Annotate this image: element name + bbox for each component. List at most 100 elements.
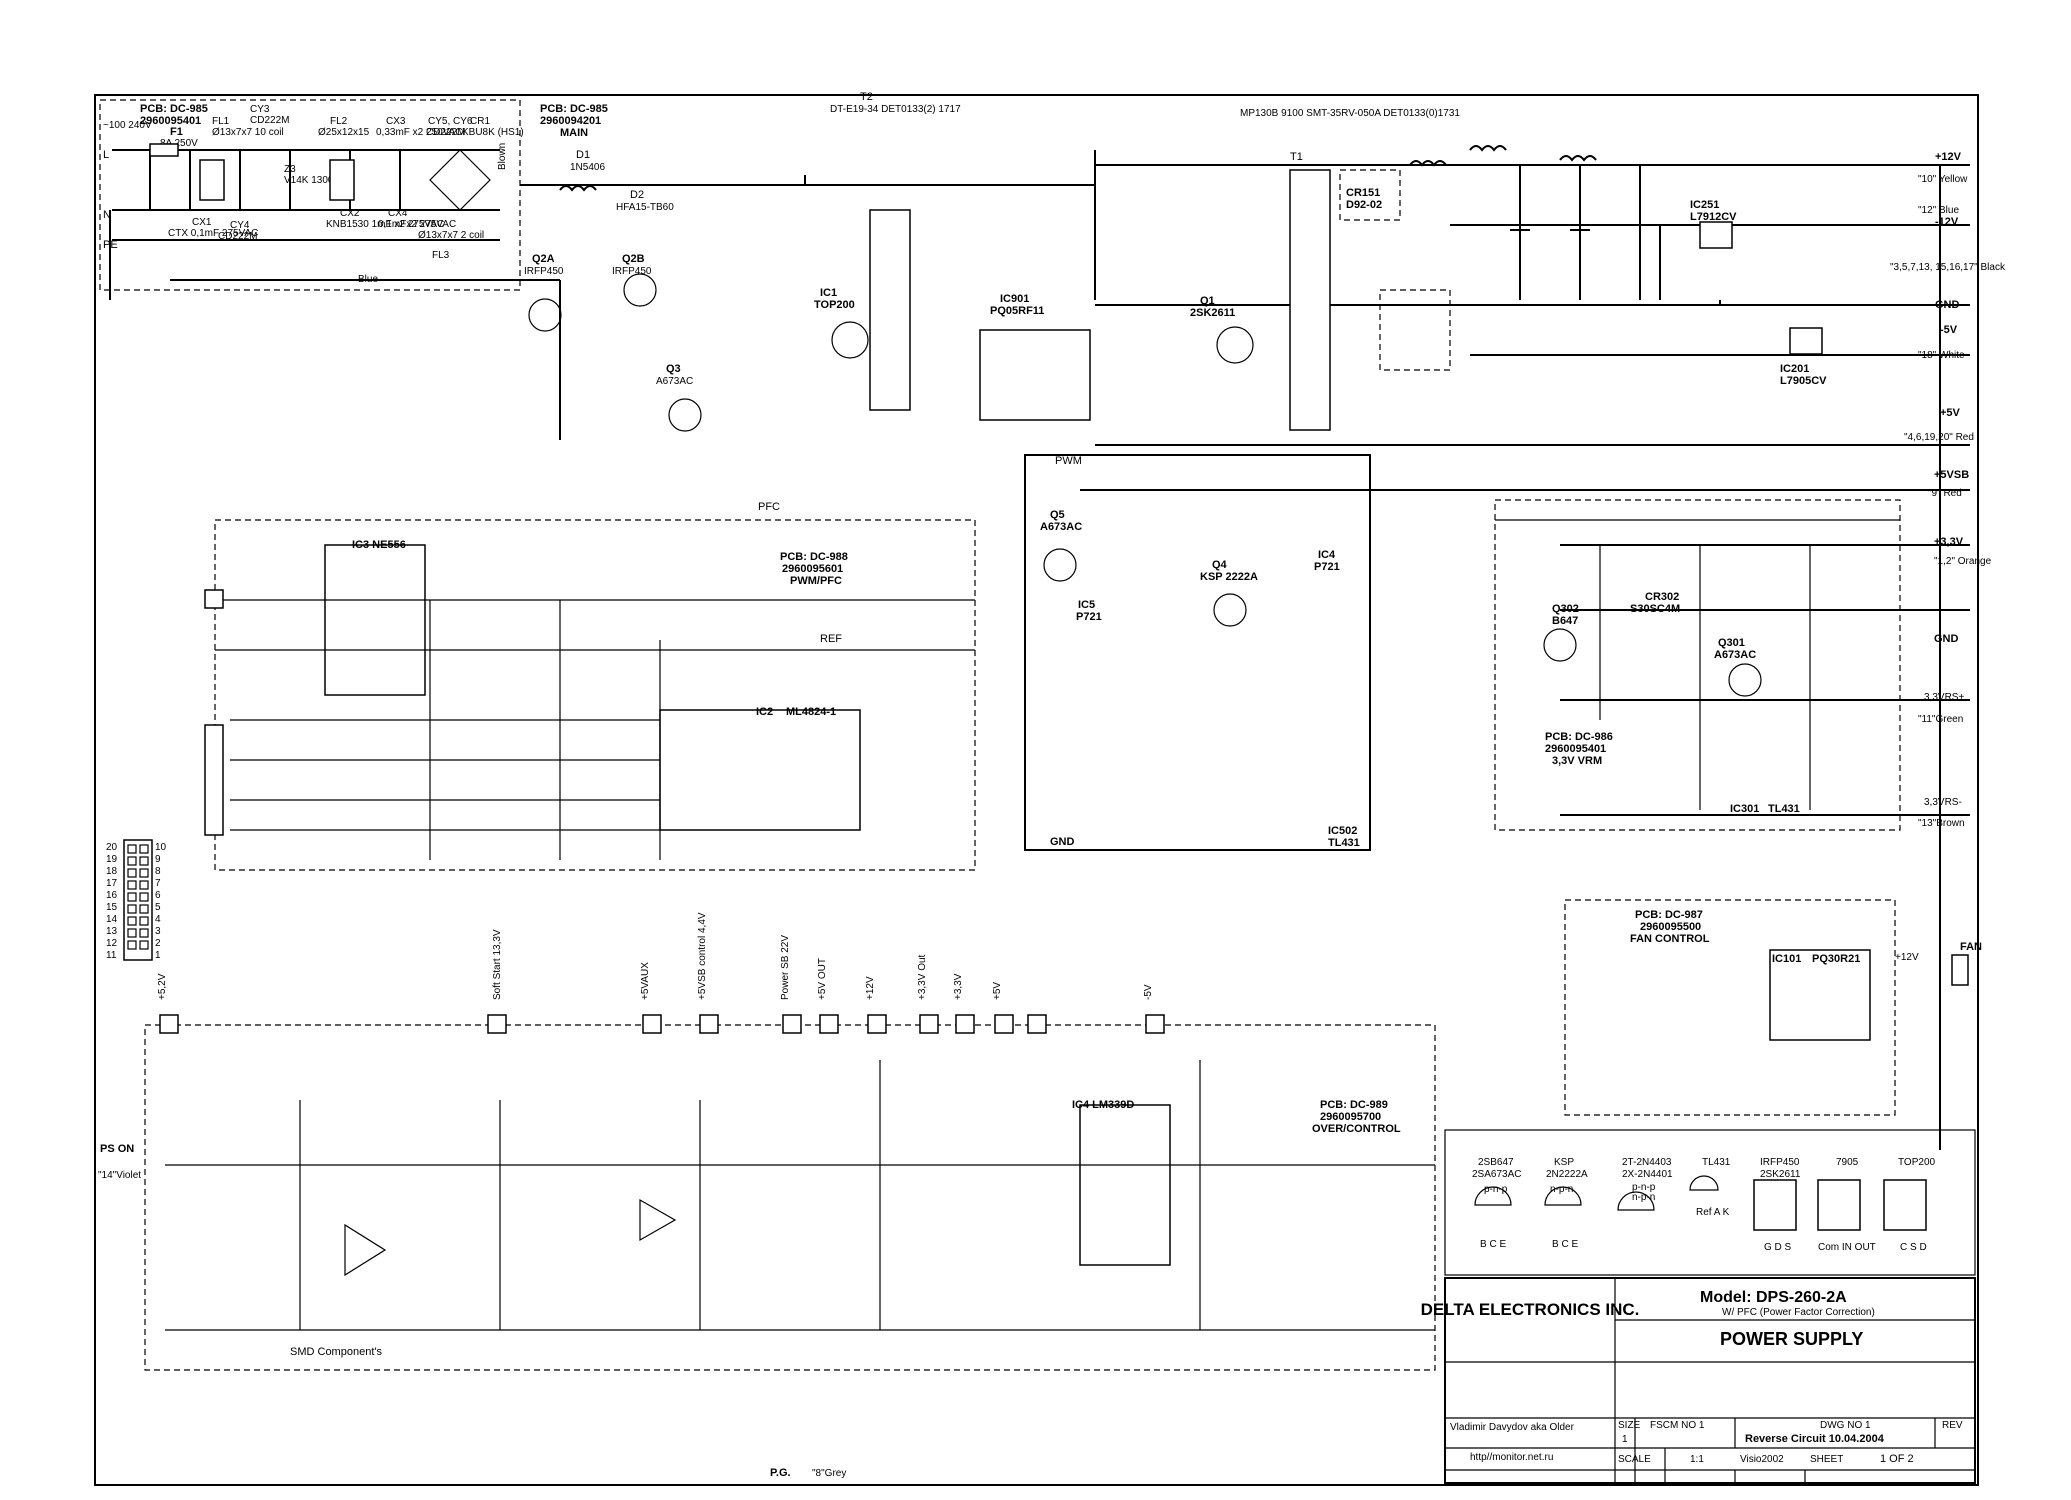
q302-symbol bbox=[1543, 628, 1577, 662]
pg-label: P.G. bbox=[770, 1467, 791, 1479]
vrm-pcb-pn: 2960095401 bbox=[1545, 743, 1606, 755]
q301-symbol bbox=[1728, 663, 1762, 697]
out-33rs-note: "11"Green bbox=[1918, 714, 1963, 725]
cx2-value: KNB1530 1mF x2 275VAC bbox=[326, 219, 444, 230]
drawing-border bbox=[94, 94, 1979, 1486]
pin-label: 4 bbox=[155, 914, 161, 925]
q5-symbol bbox=[1043, 548, 1077, 582]
fan-pcb-pn: 2960095500 bbox=[1640, 921, 1701, 933]
cx2-label: CX2 bbox=[340, 208, 360, 219]
smd-label: SMD Component's bbox=[290, 1346, 382, 1358]
out-33rs: 3,3VRS+ bbox=[1924, 692, 1964, 703]
filter-fl2 bbox=[329, 159, 355, 201]
ps-on-note: "14"Violet bbox=[98, 1170, 141, 1181]
pkg7-line2: C S D bbox=[1900, 1242, 1927, 1253]
ic301-label: IC301 bbox=[1730, 803, 1759, 815]
pkg2-line2: 2N2222A bbox=[1546, 1169, 1588, 1180]
filter-fl1 bbox=[199, 159, 225, 201]
ic3-ne556-box bbox=[324, 544, 426, 696]
author: Vladimir Davydov aka Older bbox=[1450, 1422, 1575, 1433]
ic4-value: P721 bbox=[1314, 561, 1340, 573]
main-pfc-rail bbox=[109, 210, 561, 440]
q1-symbol bbox=[1216, 326, 1254, 364]
cr101-box bbox=[1379, 289, 1451, 371]
atx-pin-grid bbox=[127, 844, 149, 950]
ic3-opamp bbox=[639, 1198, 677, 1242]
sheet-value: 1 OF 2 bbox=[1880, 1453, 1914, 1465]
fan-label: FAN bbox=[1960, 941, 1982, 953]
pkg1-line4: B C E bbox=[1480, 1239, 1506, 1250]
pin-label: 20 bbox=[106, 842, 118, 853]
pin-label: 10 bbox=[155, 842, 167, 853]
d2-value: HFA15-TB60 bbox=[616, 202, 674, 213]
q3-value: A673AC bbox=[656, 376, 693, 387]
sig-vsb-ctrl: +5VSB control 4,4V bbox=[697, 912, 708, 1000]
over-pcb-pn: 2960095700 bbox=[1320, 1111, 1381, 1123]
over-board-box bbox=[144, 1024, 1436, 1371]
fuse-f1 bbox=[149, 143, 179, 157]
ic2-label: IC2 bbox=[756, 706, 773, 718]
q2b-label: Q2B bbox=[622, 253, 645, 265]
q302-value: B647 bbox=[1552, 615, 1578, 627]
t2-transformer bbox=[869, 209, 911, 411]
website: http//monitor.net.ru bbox=[1470, 1452, 1553, 1463]
out-5v-note: "4,6,19,20" Red bbox=[1904, 432, 1974, 443]
input-pcb-label: PCB: DC-985 bbox=[140, 103, 208, 115]
d2-label: D2 bbox=[630, 189, 644, 201]
ic502-value: TL431 bbox=[1328, 837, 1360, 849]
out-gnd: GND bbox=[1935, 299, 1960, 311]
cx1-label: CX1 bbox=[192, 217, 212, 228]
pkg4-line2: Ref A K bbox=[1696, 1207, 1730, 1218]
model-note: W/ PFC (Power Factor Correction) bbox=[1722, 1307, 1875, 1318]
output-caps bbox=[1510, 165, 1721, 305]
q4-symbol bbox=[1213, 593, 1247, 627]
vrm-pcb-name: 3,3V VRM bbox=[1552, 755, 1602, 767]
pin-label: 13 bbox=[106, 926, 118, 937]
pkg3-line3: p-n-p bbox=[1632, 1182, 1656, 1193]
ic1-symbol bbox=[831, 321, 869, 359]
sig-vaux: +5VAUX bbox=[640, 962, 651, 1000]
cy3-label: CY3 bbox=[250, 104, 270, 115]
sig-5v-out: +5V OUT bbox=[817, 958, 828, 1000]
output-labels: +12V "10" Yellow -12V "12" Blue GND "3,5… bbox=[1890, 151, 2006, 829]
q5-label: Q5 bbox=[1050, 509, 1065, 521]
over-wiring bbox=[165, 1060, 1435, 1331]
over-pcb-label: PCB: DC-989 bbox=[1320, 1099, 1388, 1111]
pfc-label: PFC bbox=[758, 501, 780, 513]
sheet-label: SHEET bbox=[1810, 1454, 1843, 1465]
t2-value: DT-E19-34 DET0133(2) 1717 bbox=[830, 104, 961, 115]
gnd-isolation-box bbox=[1024, 454, 1371, 851]
cr151-box bbox=[1339, 169, 1401, 221]
vrm-pcb-label: PCB: DC-986 bbox=[1545, 731, 1613, 743]
size-label: SIZE bbox=[1618, 1420, 1641, 1431]
out-33rs-m: 3,3VRS- bbox=[1924, 797, 1962, 808]
fl3-label: FL3 bbox=[432, 250, 450, 261]
signal-taps bbox=[159, 1014, 1165, 1034]
fl2-label: FL2 bbox=[330, 116, 348, 127]
pwm-board-box bbox=[214, 519, 976, 871]
ic201-value: L7905CV bbox=[1780, 375, 1827, 387]
t1-transformer bbox=[1289, 169, 1331, 431]
out-m5v-note: "18" White bbox=[1918, 350, 1965, 361]
vrm-wiring bbox=[1495, 519, 1900, 810]
input-pcb-pn: 2960095401 bbox=[140, 115, 201, 127]
sig-33v-out: +3,3V Out bbox=[917, 954, 928, 1000]
pkg3-line4: n-p-n bbox=[1632, 1192, 1655, 1203]
package-legend: 2SB647 2SA673AC p-n-p B C E KSP 2N2222A … bbox=[1472, 1157, 1935, 1253]
pin-label: 2 bbox=[155, 938, 161, 949]
tool-name: Visio2002 bbox=[1740, 1454, 1784, 1465]
output-rail-33rs bbox=[1560, 699, 1970, 816]
pkg5-line2: 2SK2611 bbox=[1760, 1169, 1801, 1180]
d1-value: 1N5406 bbox=[570, 162, 605, 173]
fscm-label: FSCM NO 1 bbox=[1650, 1420, 1705, 1431]
pin-label: 3 bbox=[155, 926, 161, 937]
cr302-value: S30SC4M bbox=[1630, 603, 1680, 615]
input-n-label: N bbox=[103, 209, 111, 221]
q3-symbol bbox=[668, 398, 702, 432]
out-gnd-note: "3,5,7,13, 15,16,17" Black bbox=[1890, 262, 2006, 273]
ic4-label: IC4 bbox=[1318, 549, 1336, 561]
ic251-box bbox=[1699, 221, 1733, 249]
q302-label: Q302 bbox=[1552, 603, 1579, 615]
ic201-box bbox=[1789, 327, 1823, 355]
